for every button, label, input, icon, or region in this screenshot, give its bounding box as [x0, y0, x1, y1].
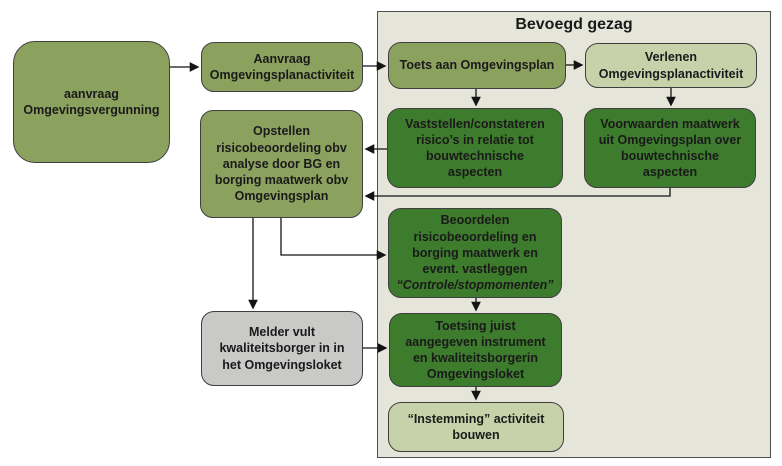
node-label: Verlenen Omgevingsplanactiviteit	[598, 50, 744, 81]
node-note-italic: “Controle/stopmomenten”	[396, 278, 554, 293]
node-label: Opstellen risicobeoordeling obv analyse …	[214, 124, 349, 204]
node-beoordelen-risicobeoordeling: Beoordelen risicobeoordeling en borging …	[388, 208, 562, 298]
node-label: Melder vult kwaliteitsborger in in het O…	[219, 325, 345, 372]
node-melder-vult-kwaliteitsborger: Melder vult kwaliteitsborger in in het O…	[201, 311, 363, 386]
node-label: aanvraag Omgevingsvergunning	[23, 86, 160, 117]
node-label: Beoordelen risicobeoordeling en borging …	[412, 213, 538, 277]
node-aanvraag-omgevingsplanactiviteit: Aanvraag Omgevingsplanactiviteit	[201, 42, 363, 92]
node-label: Vaststellen/constateren risico’s in rela…	[405, 116, 545, 180]
node-verlenen-omgevingsplanactiviteit: Verlenen Omgevingsplanactiviteit	[585, 43, 757, 88]
node-aanvraag-omgevingsvergunning: aanvraag Omgevingsvergunning	[13, 41, 170, 163]
node-label: Voorwaarden maatwerk uit Omgevingsplan o…	[598, 116, 742, 180]
arrow-opstellen-to-beoordelen	[280, 218, 387, 260]
node-toets-aan-omgevingsplan: Toets aan Omgevingsplan	[388, 42, 566, 89]
node-label: Toetsing juist aangegeven instrument en …	[405, 318, 546, 382]
node-toetsing-instrument: Toetsing juist aangegeven instrument en …	[389, 313, 562, 387]
panel-title: Bevoegd gezag	[515, 16, 633, 33]
node-label: “Instemming” activiteit bouwen	[407, 411, 545, 442]
node-label: Aanvraag Omgevingsplanactiviteit	[209, 51, 355, 82]
node-label: Toets aan Omgevingsplan	[399, 58, 555, 73]
node-voorwaarden-maatwerk: Voorwaarden maatwerk uit Omgevingsplan o…	[584, 108, 756, 188]
node-opstellen-risicobeoordeling: Opstellen risicobeoordeling obv analyse …	[200, 110, 363, 218]
node-vaststellen-risicos: Vaststellen/constateren risico’s in rela…	[387, 108, 563, 188]
node-instemming-activiteit-bouwen: “Instemming” activiteit bouwen	[388, 402, 564, 452]
